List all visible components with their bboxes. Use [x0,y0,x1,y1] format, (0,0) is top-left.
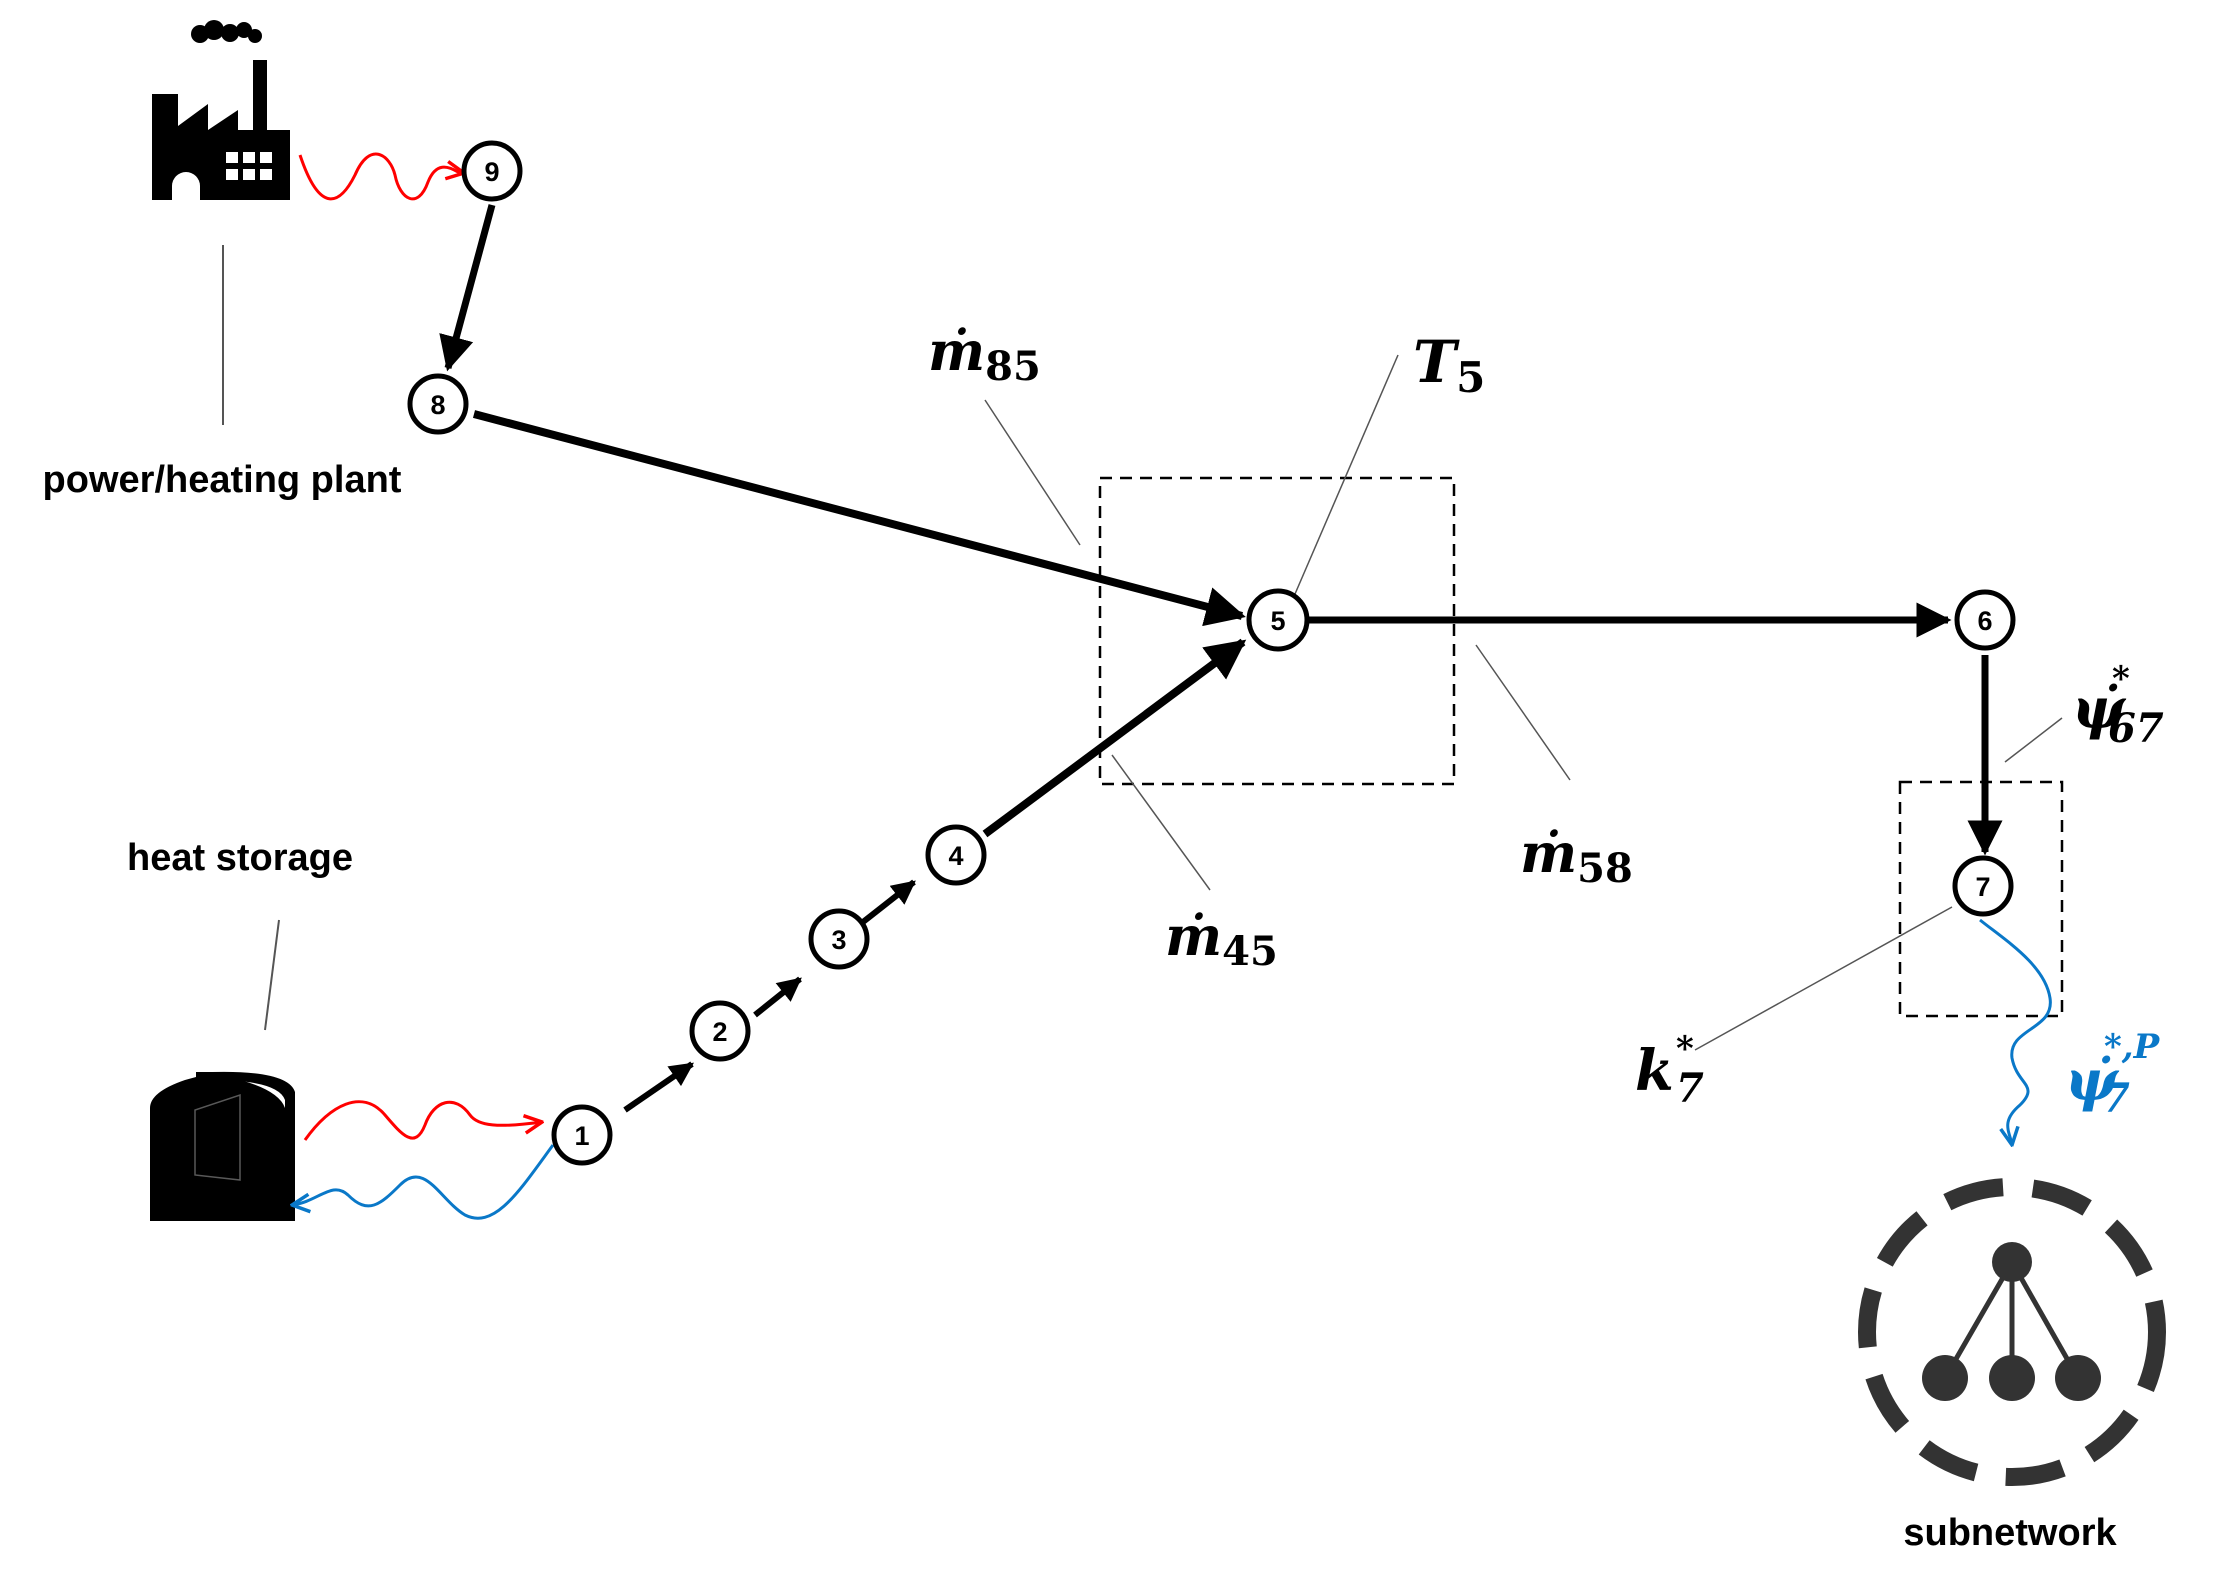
label-psi67: ψ̇ * 67 [2072,659,2164,752]
svg-text:*,P: *,P [2104,1027,2161,1067]
pipe-8-5 [472,410,1246,627]
supply-heat-wave-storage [303,1100,542,1141]
nodes: 9 8 5 6 7 4 3 2 1 [407,140,2016,1166]
svg-text:67: 67 [2108,705,2164,752]
label-m45: ṁ45 [1165,904,1278,975]
storage-tank-icon [150,1071,295,1221]
label-t5: T5 [1413,328,1485,402]
svg-text:7: 7 [1676,1065,1704,1112]
label-m58: ṁ58 [1520,821,1633,892]
subnetwork-label: subnetwork [1903,1512,2117,1554]
svg-text:*: * [1676,1029,1694,1069]
storage-label: heat storage [127,837,353,879]
svg-text:3: 3 [831,925,846,955]
node-8: 8 [407,373,469,435]
pipe-1-2 [623,1061,694,1113]
svg-text:ψ̇: ψ̇ [2065,1048,2120,1114]
label-psi7p: ψ̇ *,P 7 [2065,1027,2161,1122]
svg-text:ψ̇: ψ̇ [2072,676,2127,742]
node-4: 4 [925,824,987,886]
plant-label: power/heating plant [43,459,402,501]
svg-text:9: 9 [484,157,499,187]
label-m85: ṁ85 [928,319,1041,390]
svg-text:8: 8 [430,390,445,420]
svg-text:6: 6 [1977,606,1992,636]
variable-leaders [984,354,2063,1051]
svg-text:7: 7 [1975,872,1990,902]
svg-text:5: 5 [1270,606,1285,636]
factory-icon [152,20,290,200]
svg-text:1: 1 [574,1121,589,1151]
storage-leader-line [264,919,280,1031]
pipe-9-8 [439,204,496,372]
subnetwork-icon [1858,1178,2166,1486]
return-wave-storage [292,1144,555,1220]
svg-text:4: 4 [948,841,963,871]
svg-text:2: 2 [712,1017,727,1047]
pipe-network [439,204,2003,1113]
node-2: 2 [689,1000,751,1062]
svg-text:k: k [1635,1038,1674,1104]
label-k7: k * 7 [1635,1029,1704,1112]
svg-text:*: * [2112,659,2130,699]
pipe-3-4 [861,879,916,925]
supply-heat-wave-plant [298,152,464,201]
return-wave-subnetwork [1979,918,2052,1145]
node-7: 7 [1952,855,2014,917]
node-1: 1 [551,1104,613,1166]
junction-box-node-5 [1098,476,1456,786]
node-9: 9 [461,140,523,202]
svg-text:7: 7 [2102,1075,2130,1122]
node-5: 5 [1246,588,1310,652]
node-3: 3 [808,908,870,970]
pipe-2-3 [753,976,802,1018]
pipe-4-5 [982,638,1247,838]
box-node-7 [1898,780,2064,1018]
node-6: 6 [1954,589,2016,651]
